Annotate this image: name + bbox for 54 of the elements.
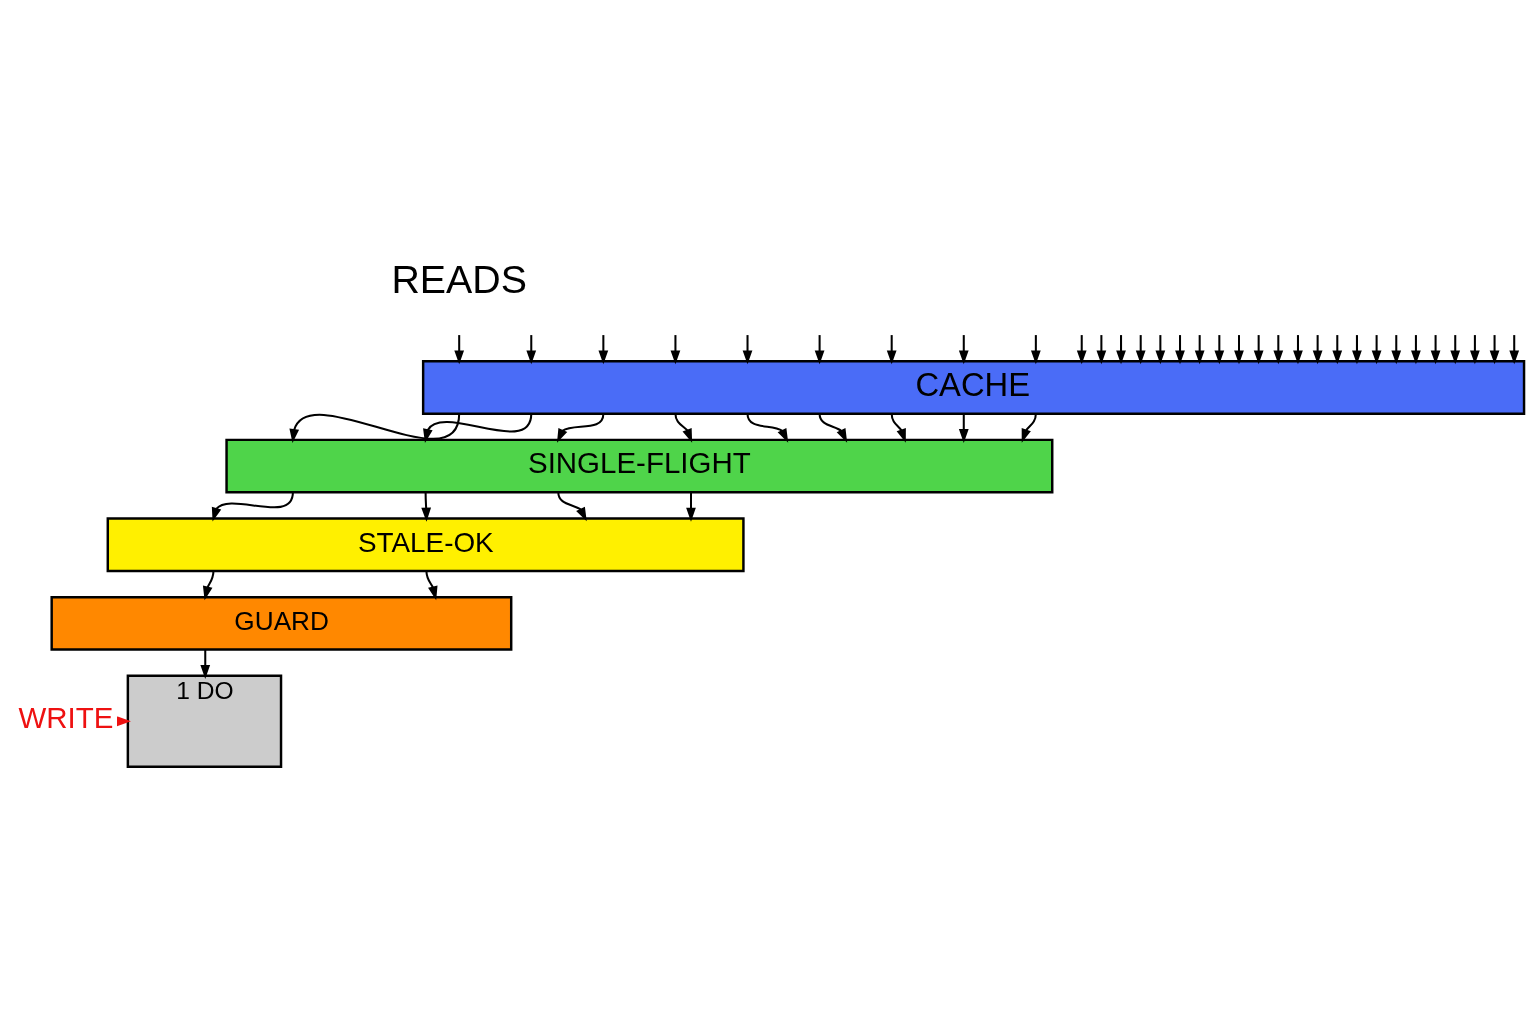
arrow xyxy=(1450,334,1461,364)
arrow xyxy=(1273,334,1284,364)
arrow xyxy=(1509,334,1520,364)
arrow xyxy=(526,334,537,364)
arrow xyxy=(1411,334,1421,364)
arrow xyxy=(200,649,211,679)
arrow xyxy=(670,334,681,364)
arrow xyxy=(1076,334,1087,364)
arrow xyxy=(598,334,609,364)
arrow xyxy=(289,412,461,443)
arrow xyxy=(1214,334,1225,364)
arrow xyxy=(1096,334,1107,364)
arrow xyxy=(818,413,848,443)
arrow xyxy=(1116,334,1126,364)
arrow xyxy=(1352,334,1362,364)
arrow xyxy=(557,491,587,521)
arrow xyxy=(1391,334,1402,364)
arrow xyxy=(454,334,465,364)
arrow xyxy=(557,413,605,443)
arrow xyxy=(1332,334,1343,364)
arrow xyxy=(674,413,693,443)
arrow xyxy=(1430,334,1441,364)
arrow xyxy=(1175,334,1185,364)
arrow xyxy=(1021,413,1037,443)
arrow xyxy=(686,491,696,522)
arrow xyxy=(1194,334,1205,364)
arrow xyxy=(1293,334,1303,364)
node-box: STALE-OK xyxy=(106,516,745,572)
node-text: WRITE xyxy=(18,700,114,734)
arrow xyxy=(1030,334,1041,364)
arrow xyxy=(886,334,897,364)
arrow xyxy=(814,334,825,364)
arrow xyxy=(1489,334,1500,364)
arrow xyxy=(425,570,438,600)
label: READS xyxy=(391,256,527,301)
arrow xyxy=(746,413,789,443)
node-box: GUARD xyxy=(50,595,513,651)
arrow xyxy=(202,570,215,600)
arrow xyxy=(421,491,432,522)
arrow xyxy=(890,413,906,443)
arrow xyxy=(423,413,533,443)
arrow xyxy=(1371,334,1382,364)
arrow xyxy=(1155,334,1166,364)
arrow xyxy=(742,334,753,364)
arrow xyxy=(958,413,969,443)
arrow xyxy=(1135,334,1146,364)
node-box: CACHE xyxy=(421,359,1526,415)
arrow xyxy=(1234,334,1244,364)
node-box: SINGLE-FLIGHT xyxy=(225,438,1054,494)
arrow xyxy=(958,334,969,364)
arrow xyxy=(1312,334,1323,364)
arrow xyxy=(1470,334,1480,364)
node-box: 1 DO xyxy=(126,674,283,768)
arrow xyxy=(1253,334,1264,364)
